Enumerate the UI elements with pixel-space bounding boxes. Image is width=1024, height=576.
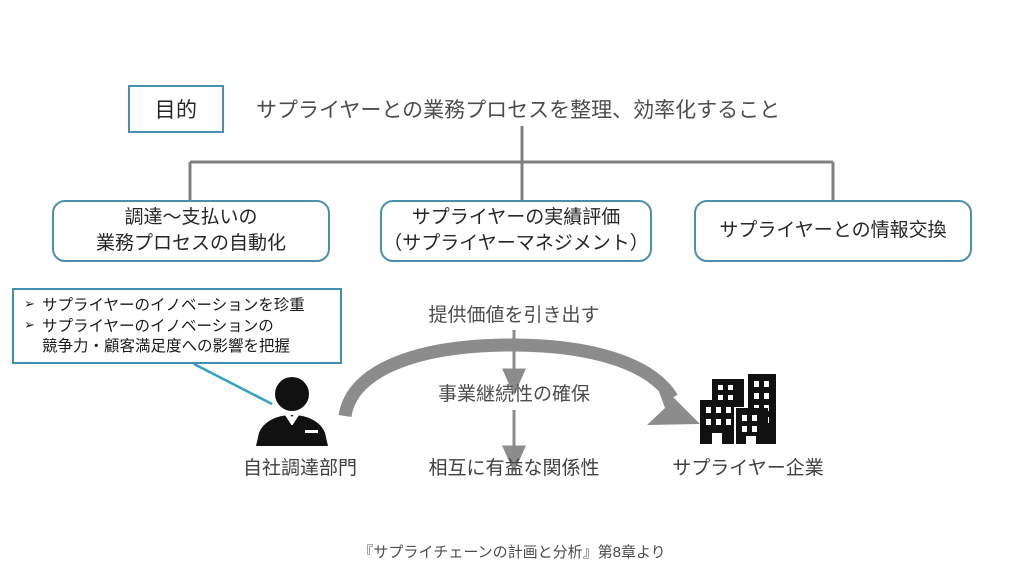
pillar-line-1: サプライヤーの実績評価 <box>411 207 621 229</box>
flow-label-business-continuity: 事業継続性の確保 <box>396 378 632 406</box>
purpose-badge: 目的 <box>128 85 224 133</box>
businessman-icon <box>256 377 328 446</box>
callout-leader-line <box>193 362 273 406</box>
caption-text: 相互に有益な関係性 <box>428 457 600 479</box>
pillar-line-1: サプライヤーとの情報交換 <box>719 220 947 242</box>
pillar-box-supplier-evaluation[interactable]: サプライヤーの実績評価 （サプライヤーマネジメント） <box>380 200 652 262</box>
callout-bullet-2-text: サプライヤーのイノベーションの 競争力・顧客満足度への影響を把握 <box>42 317 332 357</box>
pillar-text: サプライヤーの実績評価 （サプライヤーマネジメント） <box>383 205 648 256</box>
callout-bullet-2-line-1: サプライヤーのイノベーションの <box>42 317 274 335</box>
purpose-statement-label: サプライヤーとの業務プロセスを整理、効率化すること <box>256 99 781 122</box>
caption-mutual-relationship: 相互に有益な関係性 <box>396 452 632 480</box>
source-footer-text: 『サプライチェーンの計画と分析』第8章より <box>358 543 666 561</box>
purpose-badge-label: 目的 <box>154 99 198 122</box>
callout-bullet-2-line-2: 競争力・顧客満足度への影響を把握 <box>42 337 291 355</box>
callout-bullet-2: ➢ サプライヤーのイノベーションの 競争力・顧客満足度への影響を把握 <box>24 317 332 357</box>
pillar-line-2: （サプライヤーマネジメント） <box>383 233 649 254</box>
source-footer: 『サプライチェーンの計画と分析』第8章より <box>262 539 762 563</box>
flow-label-extract-value: 提供価値を引き出す <box>396 299 632 327</box>
caption-supplier-company: サプライヤー企業 <box>640 452 856 480</box>
flow-label-text: 提供価値を引き出す <box>428 304 600 326</box>
caption-text: 自社調達部門 <box>242 457 357 479</box>
caption-procurement-department: 自社調達部門 <box>212 452 388 480</box>
pillar-text: サプライヤーとの情報交換 <box>719 218 946 244</box>
bullet-arrow-icon: ➢ <box>24 297 35 312</box>
callout-bullet-1-line-1: サプライヤーのイノベーションを珍重 <box>42 297 305 314</box>
curved-relationship-arrow <box>338 338 700 425</box>
callout-bullet-1: ➢ サプライヤーのイノベーションを珍重 <box>24 296 332 316</box>
callout-bullet-1-text: サプライヤーのイノベーションを珍重 <box>42 296 332 316</box>
caption-text: サプライヤー企業 <box>672 457 824 479</box>
innovation-callout-box[interactable]: ➢ サプライヤーのイノベーションを珍重 ➢ サプライヤーのイノベーションの 競争… <box>12 288 342 364</box>
purpose-statement: サプライヤーとの業務プロセスを整理、効率化すること <box>256 92 816 126</box>
flow-label-text: 事業継続性の確保 <box>437 383 590 405</box>
pillar-box-procurement-automation[interactable]: 調達～支払いの 業務プロセスの自動化 <box>52 200 330 262</box>
pillar-line-1: 調達～支払いの <box>124 207 258 229</box>
pillar-line-2: 業務プロセスの自動化 <box>95 233 286 254</box>
bullet-arrow-icon: ➢ <box>24 317 35 333</box>
buildings-icon <box>700 374 776 444</box>
pillar-text: 調達～支払いの 業務プロセスの自動化 <box>96 205 286 256</box>
pillar-box-information-exchange[interactable]: サプライヤーとの情報交換 <box>694 200 972 262</box>
